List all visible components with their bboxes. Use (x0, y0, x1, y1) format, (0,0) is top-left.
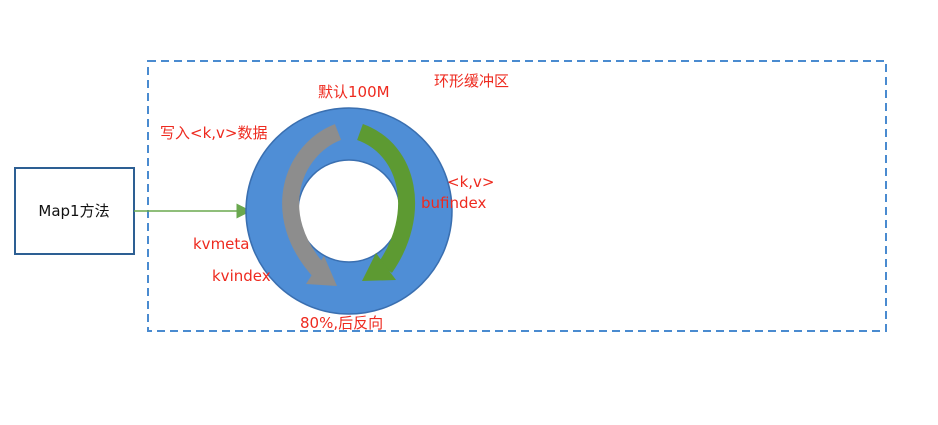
green-arrow (356, 124, 415, 281)
default-size-label: 默认100M (318, 83, 390, 101)
kvmeta-label: kvmeta (193, 235, 249, 253)
write-kv-label: 写入<k,v>数据 (160, 124, 267, 142)
map-method-label: Map1方法 (38, 202, 109, 220)
ring-buffer (246, 108, 452, 314)
ring-buffer-container (147, 60, 887, 332)
map-method-box (14, 167, 135, 255)
ring-buffer-title: 环形缓冲区 (434, 72, 509, 90)
ring-inner-edge (297, 159, 401, 263)
gray-arrow (282, 124, 342, 286)
kv-label: <k,v> (447, 173, 494, 191)
ring-outer-edge (245, 107, 453, 315)
reverse-label: 80%,后反向 (300, 314, 383, 332)
bufindex-label: bufindex (421, 194, 486, 212)
kvindex-label: kvindex (212, 267, 271, 285)
